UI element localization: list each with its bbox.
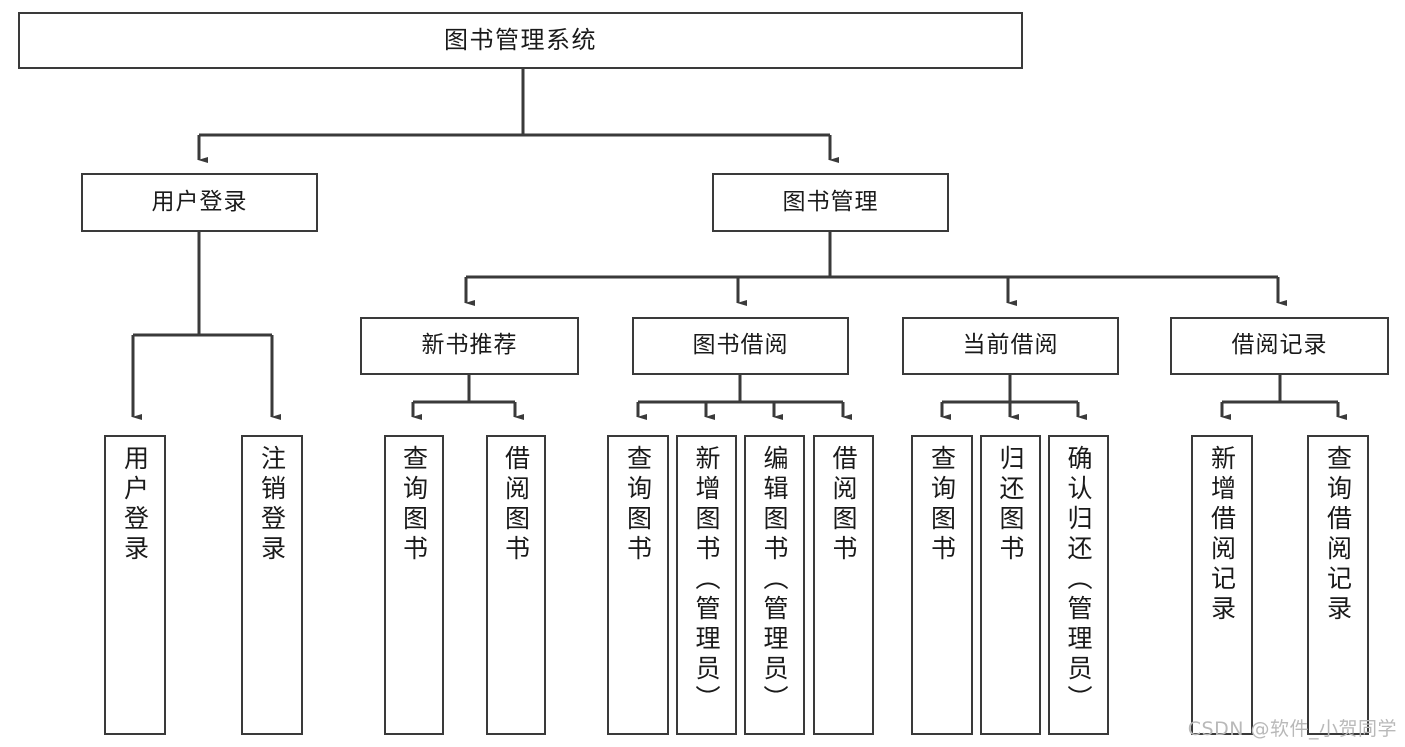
node-label: 新增图书（管理员） bbox=[692, 445, 721, 715]
node-label: 注销登录 bbox=[257, 445, 287, 565]
node-label: 借阅图书 bbox=[501, 445, 531, 565]
node-label: 新书推荐 bbox=[421, 332, 518, 359]
leaf-query-book-current[interactable]: 查询图书 bbox=[911, 435, 973, 735]
node-label: 新增借阅记录 bbox=[1207, 445, 1237, 625]
node-label: 查询图书 bbox=[927, 445, 957, 565]
node-label: 当前借阅 bbox=[962, 332, 1059, 359]
leaf-add-borrow-record[interactable]: 新增借阅记录 bbox=[1191, 435, 1253, 735]
node-root-system[interactable]: 图书管理系统 bbox=[18, 12, 1023, 69]
node-label: 用户登录 bbox=[120, 445, 150, 565]
node-book-management[interactable]: 图书管理 bbox=[712, 173, 949, 232]
node-label: 图书管理系统 bbox=[444, 26, 597, 55]
node-label: 图书管理 bbox=[782, 188, 879, 215]
leaf-user-login[interactable]: 用户登录 bbox=[104, 435, 166, 735]
node-label: 借阅记录 bbox=[1231, 332, 1328, 359]
node-label: 借阅图书 bbox=[829, 445, 858, 565]
node-user-login[interactable]: 用户登录 bbox=[81, 173, 318, 232]
node-label: 查询图书 bbox=[623, 445, 653, 565]
node-new-book-recommend[interactable]: 新书推荐 bbox=[360, 317, 579, 375]
leaf-query-book-borrow[interactable]: 查询图书 bbox=[607, 435, 669, 735]
node-label: 查询借阅记录 bbox=[1323, 445, 1353, 625]
node-label: 图书借阅 bbox=[692, 332, 789, 359]
node-borrow-records[interactable]: 借阅记录 bbox=[1170, 317, 1389, 375]
leaf-return-book[interactable]: 归还图书 bbox=[980, 435, 1041, 735]
leaf-query-borrow-record[interactable]: 查询借阅记录 bbox=[1307, 435, 1369, 735]
node-label: 编辑图书（管理员） bbox=[760, 445, 789, 715]
node-label: 归还图书 bbox=[996, 445, 1025, 565]
node-current-borrow[interactable]: 当前借阅 bbox=[902, 317, 1119, 375]
node-label: 确认归还（管理员） bbox=[1064, 445, 1093, 715]
leaf-borrow-book[interactable]: 借阅图书 bbox=[813, 435, 874, 735]
node-label: 查询图书 bbox=[399, 445, 429, 565]
leaf-add-book-admin[interactable]: 新增图书（管理员） bbox=[676, 435, 737, 735]
leaf-confirm-return-admin[interactable]: 确认归还（管理员） bbox=[1048, 435, 1109, 735]
leaf-query-book-recommend[interactable]: 查询图书 bbox=[384, 435, 444, 735]
node-book-borrow[interactable]: 图书借阅 bbox=[632, 317, 849, 375]
leaf-borrow-book-recommend[interactable]: 借阅图书 bbox=[486, 435, 546, 735]
leaf-logout[interactable]: 注销登录 bbox=[241, 435, 303, 735]
leaf-edit-book-admin[interactable]: 编辑图书（管理员） bbox=[744, 435, 805, 735]
node-label: 用户登录 bbox=[151, 188, 248, 215]
